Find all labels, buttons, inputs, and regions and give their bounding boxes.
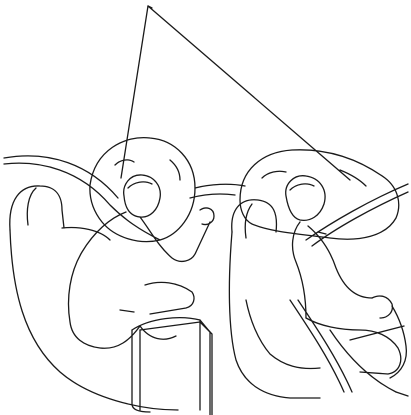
- callout-junction: [148, 6, 152, 8]
- callout-line-driver-airbag: [121, 6, 148, 178]
- passenger-figure: [246, 176, 406, 378]
- driver-figure: [69, 175, 215, 348]
- callout-line-passenger-airbag: [148, 6, 350, 180]
- callout-lines: [121, 6, 350, 180]
- passenger-airbag: [240, 150, 399, 239]
- driver-airbag: [90, 138, 195, 242]
